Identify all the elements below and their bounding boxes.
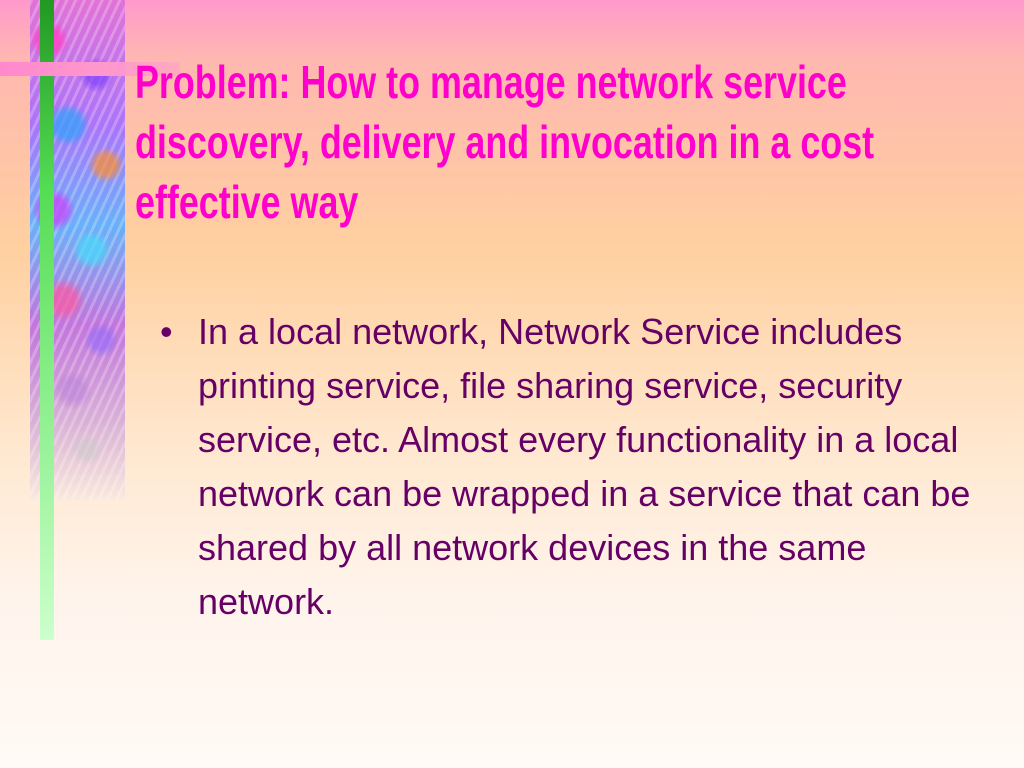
bullet-text: In a local network, Network Service incl… [198,311,971,622]
bullet-marker: • [160,311,173,352]
bullet-list: • In a local network, Network Service in… [160,305,1010,629]
decorative-pink-bar [0,62,180,76]
decorative-green-bar [40,0,54,640]
slide-title: Problem: How to manage network service d… [135,52,874,232]
slide-title-text: Problem: How to manage network service d… [135,56,875,228]
bullet-item: • In a local network, Network Service in… [160,305,1010,629]
